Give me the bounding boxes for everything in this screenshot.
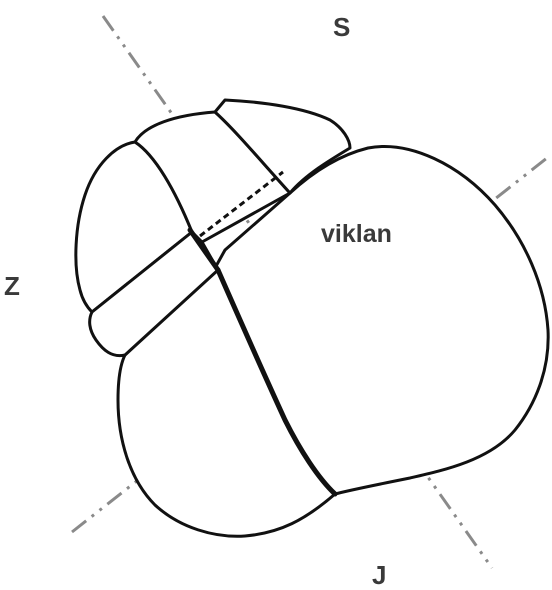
hidden-edge-dashed (199, 170, 284, 238)
compass-label-south: J (372, 560, 387, 590)
top-right-piece-outline (213, 98, 352, 195)
compass-label-north: S (333, 12, 351, 42)
crack-upper-segment (187, 227, 221, 273)
region-label-viklan: viklan (321, 220, 392, 248)
main-stone-outline (116, 145, 550, 538)
compass-label-west: Z (4, 271, 20, 301)
central-crack (215, 267, 338, 497)
diagonal-band-outline (88, 230, 220, 358)
